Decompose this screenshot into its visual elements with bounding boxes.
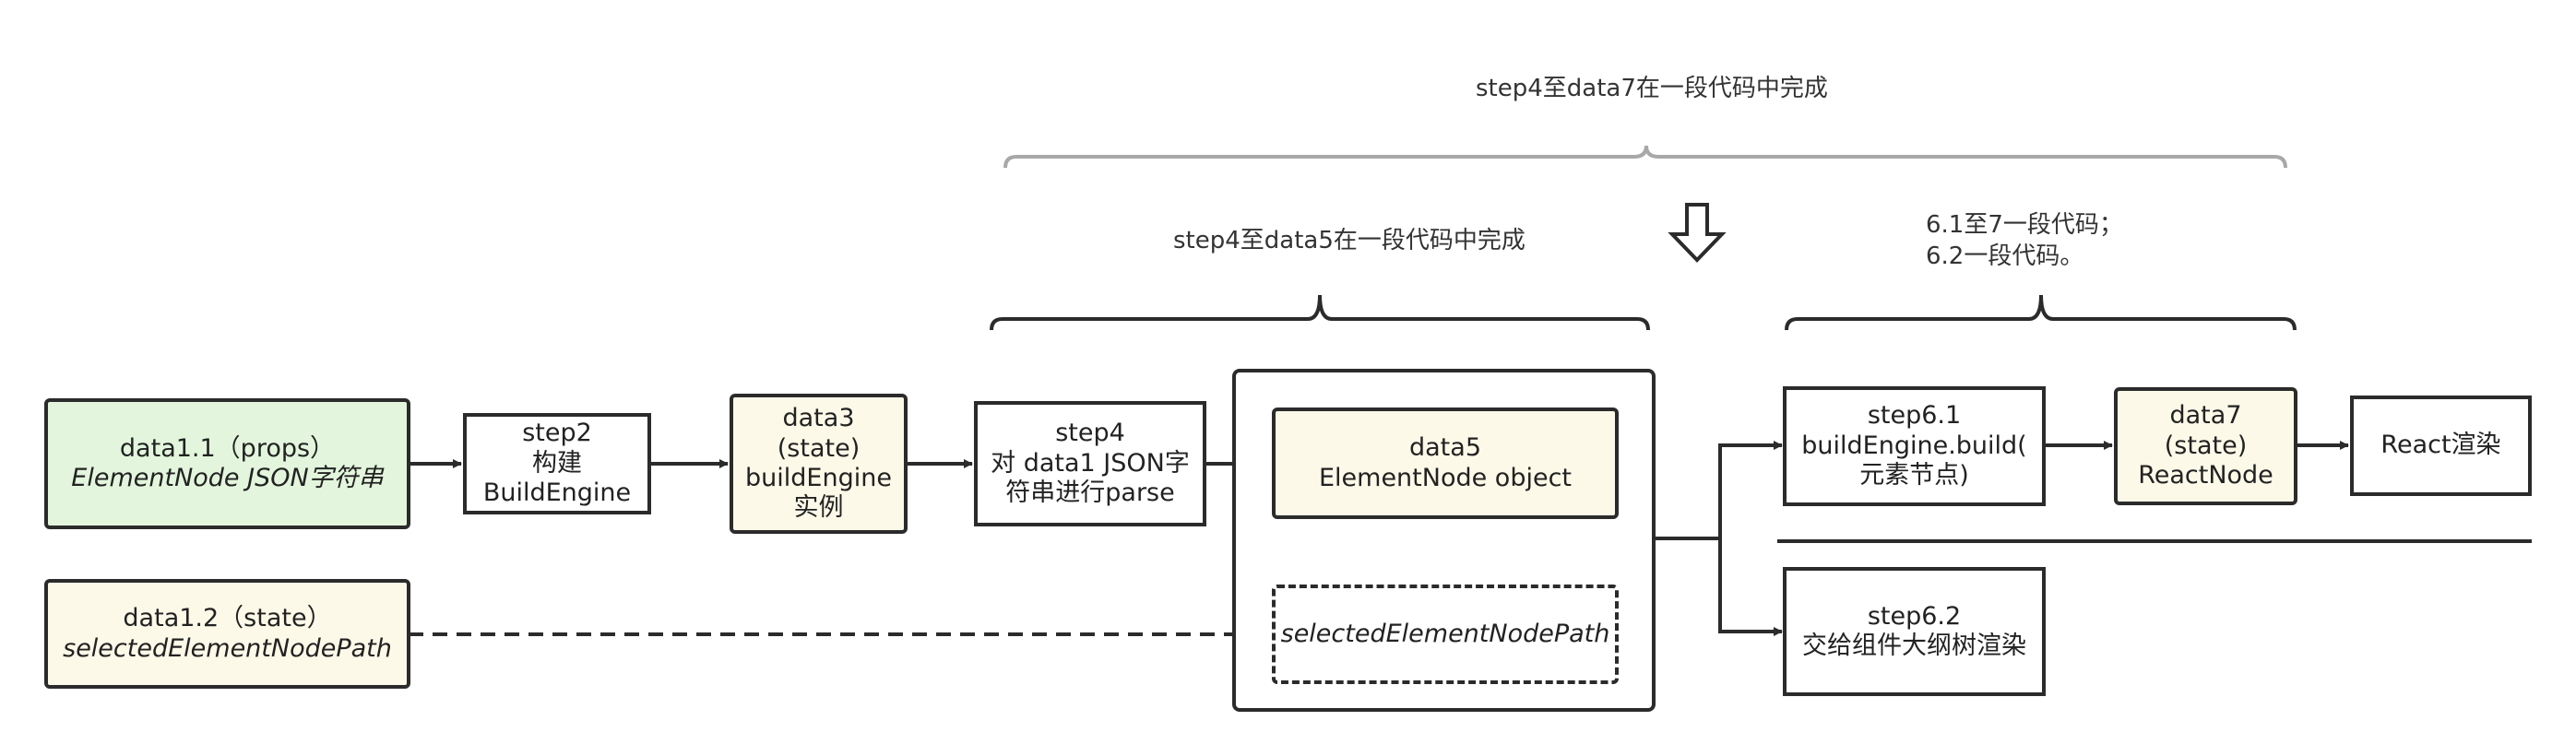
node-data1-1-line2: ElementNode JSON字符串 bbox=[71, 464, 384, 492]
node-data7: data7 (state) ReactNode bbox=[2114, 387, 2297, 505]
node-step6-2: step6.2 交给组件大纲树渲染 bbox=[1783, 567, 2046, 696]
node-step6-1-line2: buildEngine.build( bbox=[1801, 431, 2027, 460]
right-label-line2: 6.2一段代码。 bbox=[1926, 242, 2084, 270]
node-data3-line4: 实例 bbox=[793, 493, 844, 523]
node-data7-line1: data7 bbox=[2169, 401, 2242, 431]
node-step2-line1: step2 bbox=[522, 419, 592, 448]
node-react-render: React渲染 bbox=[2350, 396, 2532, 496]
node-step4-line2: 对 data1 JSON字 bbox=[991, 448, 1190, 478]
node-data1-1: data1.1（props） ElementNode JSON字符串 bbox=[44, 398, 410, 529]
right-label-line1: 6.1至7一段代码； bbox=[1926, 211, 2123, 239]
node-data3-line1: data3 bbox=[782, 404, 855, 433]
node-data1-1-line1: data1.1（props） bbox=[119, 433, 336, 463]
node-step6-2-line2: 交给组件大纲树渲染 bbox=[1802, 632, 2026, 660]
node-data3-line2: (state) bbox=[777, 433, 861, 463]
right-label: 6.1至7一段代码； 6.2一段代码。 bbox=[1926, 210, 2123, 273]
node-step6-1-line3: 元素节点) bbox=[1859, 461, 1969, 490]
node-step2: step2 构建 BuildEngine bbox=[463, 413, 651, 514]
top-brace bbox=[1003, 145, 2287, 169]
node-data1-2: data1.2（state） selectedElementNodePath bbox=[44, 579, 410, 689]
node-step2-line2: 构建 bbox=[532, 448, 582, 478]
top-label: step4至data7在一段代码中完成 bbox=[1476, 75, 1828, 102]
node-step4: step4 对 data1 JSON字 符串进行parse bbox=[974, 401, 1206, 526]
node-data7-line3: ReactNode bbox=[2138, 461, 2273, 490]
node-selected-line1: selectedElementNodePath bbox=[1280, 619, 1610, 648]
node-step6-1: step6.1 buildEngine.build( 元素节点) bbox=[1783, 386, 2046, 506]
node-data5: data5 ElementNode object bbox=[1272, 408, 1619, 519]
right-brace bbox=[1785, 294, 2297, 331]
node-selected-element-node-path: selectedElementNodePath bbox=[1272, 585, 1619, 684]
node-step4-line1: step4 bbox=[1055, 419, 1125, 448]
mid-label: step4至data5在一段代码中完成 bbox=[1173, 227, 1525, 254]
node-step4-line3: 符串进行parse bbox=[1005, 478, 1175, 508]
node-step6-2-line1: step6.2 bbox=[1867, 601, 1962, 631]
node-data5-line2: ElementNode object bbox=[1318, 463, 1573, 492]
node-data3-line3: buildEngine bbox=[745, 464, 892, 492]
node-step6-1-line1: step6.1 bbox=[1867, 401, 1962, 431]
node-react-line1: React渲染 bbox=[2380, 431, 2501, 460]
down-arrow-icon bbox=[1668, 203, 1727, 263]
node-data7-line2: (state) bbox=[2164, 431, 2248, 460]
arrow-branch bbox=[1654, 443, 1781, 633]
mid-brace bbox=[990, 294, 1650, 331]
node-data1-2-line1: data1.2（state） bbox=[123, 604, 332, 633]
node-step2-line3: BuildEngine bbox=[482, 478, 632, 508]
node-data3: data3 (state) buildEngine 实例 bbox=[730, 394, 908, 534]
node-data1-2-line2: selectedElementNodePath bbox=[63, 633, 392, 663]
node-data5-line1: data5 bbox=[1409, 433, 1481, 463]
